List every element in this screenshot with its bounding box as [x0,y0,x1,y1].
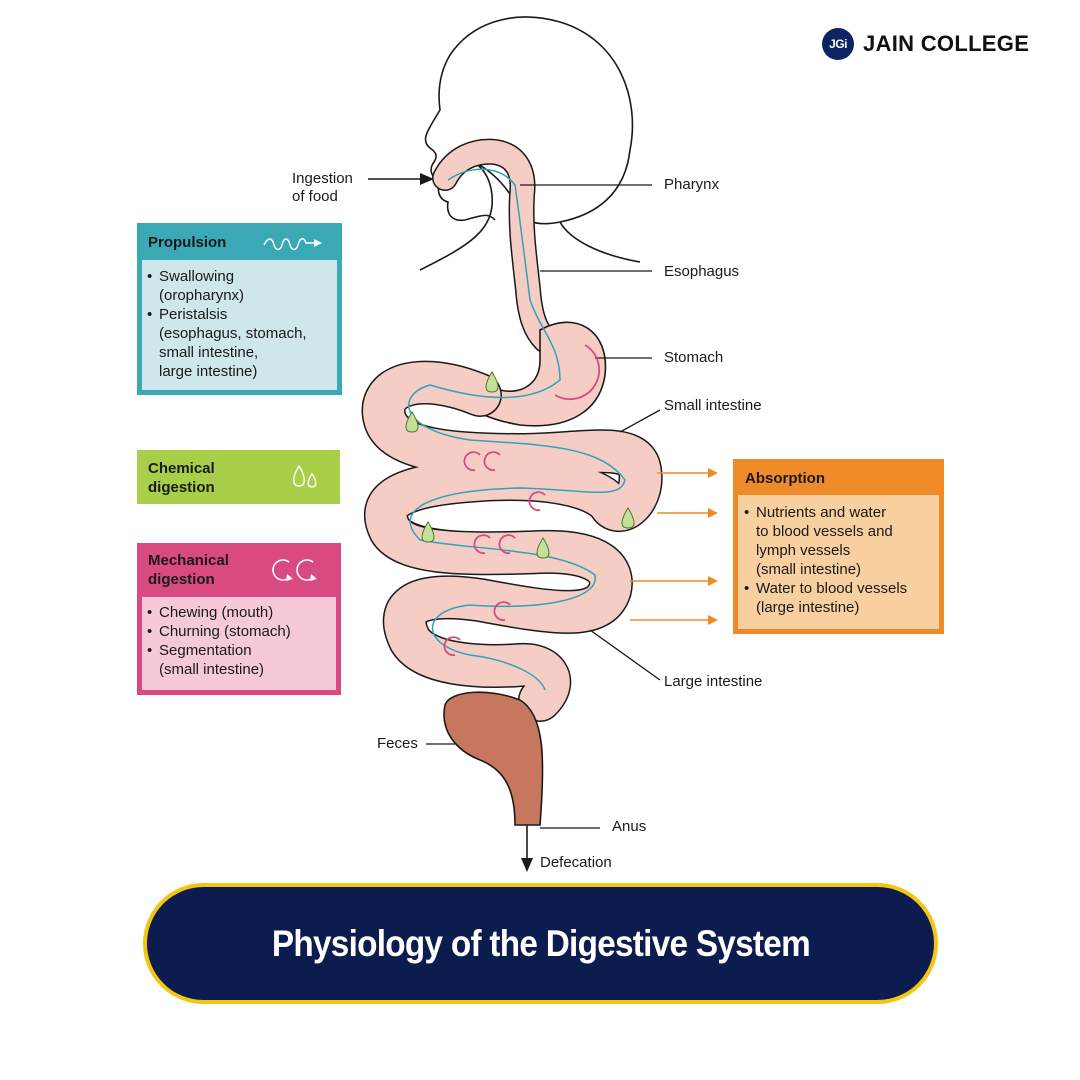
mechanical-digestion-box: Mechanical digestion Chewing (mouth) Chu… [137,543,341,695]
chemical-digestion-box: Chemical digestion [137,450,340,504]
mechanical-title-line: digestion [148,571,215,588]
absorption-list: Nutrients and water to blood vessels and… [744,503,939,617]
pointer-lines [426,184,661,829]
title-banner: Physiology of the Digestive System [143,883,938,1004]
absorption-item-line: (small intestine) [756,561,862,578]
mechanical-item-line: Segmentation [159,642,252,659]
mechanical-item: Chewing (mouth) [147,603,336,622]
stomach-label: Stomach [664,349,724,366]
intestines [361,360,663,722]
absorption-item-line: Water to blood vessels [756,580,908,597]
propulsion-item-line: (esophagus, stomach, [159,325,307,342]
food-flow-line [408,168,626,691]
propulsion-item-line: (oropharynx) [159,287,245,304]
small-intestine-label: Small intestine [664,397,762,414]
propulsion-list: Swallowing (oropharynx) Peristalsis (eso… [147,267,337,381]
rectum [443,691,544,826]
esophagus-label: Esophagus [664,263,740,280]
absorption-box: Absorption Nutrients and water to blood … [733,459,944,634]
feces-label: Feces [377,735,418,752]
absorption-item-line: (large intestine) [756,599,860,616]
propulsion-item-line: small intestine, [159,344,259,361]
mechanical-title-line: Mechanical [148,552,229,569]
defecation-label: Defecation [540,854,612,871]
anus-label: Anus [612,818,647,835]
ingestion-line-1: Ingestion [292,170,353,187]
churn-arrows-icon [272,559,317,581]
wave-arrow-icon [263,238,322,251]
chemical-title: Chemical digestion [148,459,215,497]
mechanical-item-line: (small intestine) [159,661,265,678]
propulsion-title: Propulsion [148,234,227,251]
propulsion-item: Peristalsis (esophagus, stomach, small i… [147,305,337,381]
mechanical-list-panel: Chewing (mouth) Churning (stomach) Segme… [142,597,336,690]
chemical-title-line: digestion [148,479,215,496]
mechanical-item-line: Churning (stomach) [159,623,291,640]
absorption-item-line: lymph vessels [756,542,851,559]
mechanical-item: Churning (stomach) [147,622,336,641]
absorption-title: Absorption [745,470,825,487]
brand-logo: JGi JAIN COLLEGE [822,28,1029,60]
absorption-item-line: to blood vessels and [756,523,893,540]
absorption-item: Nutrients and water to blood vessels and… [744,503,939,579]
pharynx-tube-fill [433,140,557,352]
neck-line [559,221,641,263]
absorption-list-panel: Nutrients and water to blood vessels and… [738,495,939,629]
mechanical-title: Mechanical digestion [148,551,229,589]
absorption-arrows [630,472,708,621]
droplet-markers [405,371,635,559]
mechanical-item: Segmentation (small intestine) [147,641,336,679]
absorption-item: Water to blood vessels (large intestine) [744,579,939,617]
propulsion-list-panel: Swallowing (oropharynx) Peristalsis (eso… [142,260,337,390]
brand-badge: JGi [822,28,854,60]
propulsion-item: Swallowing (oropharynx) [147,267,337,305]
churn-markers [443,344,601,656]
absorption-item-line: Nutrients and water [756,504,887,521]
pharynx-label: Pharynx [664,176,720,193]
brand-name: JAIN COLLEGE [863,31,1030,56]
propulsion-box: Propulsion Swallowing (oropharynx) Peris… [137,223,342,395]
mechanical-list: Chewing (mouth) Churning (stomach) Segme… [147,603,336,679]
ingestion-label: Ingestion of food [292,170,353,206]
ingestion-line-2: of food [292,188,338,205]
propulsion-item-line: Swallowing [159,268,235,285]
mechanical-item-line: Chewing (mouth) [159,604,274,621]
large-intestine-label: Large intestine [664,673,763,690]
chemical-title-line: Chemical [148,460,215,477]
propulsion-item-line: Peristalsis [159,306,228,323]
page-title: Physiology of the Digestive System [271,922,810,964]
propulsion-item-line: large intestine) [159,363,258,380]
droplets-icon [293,464,317,488]
